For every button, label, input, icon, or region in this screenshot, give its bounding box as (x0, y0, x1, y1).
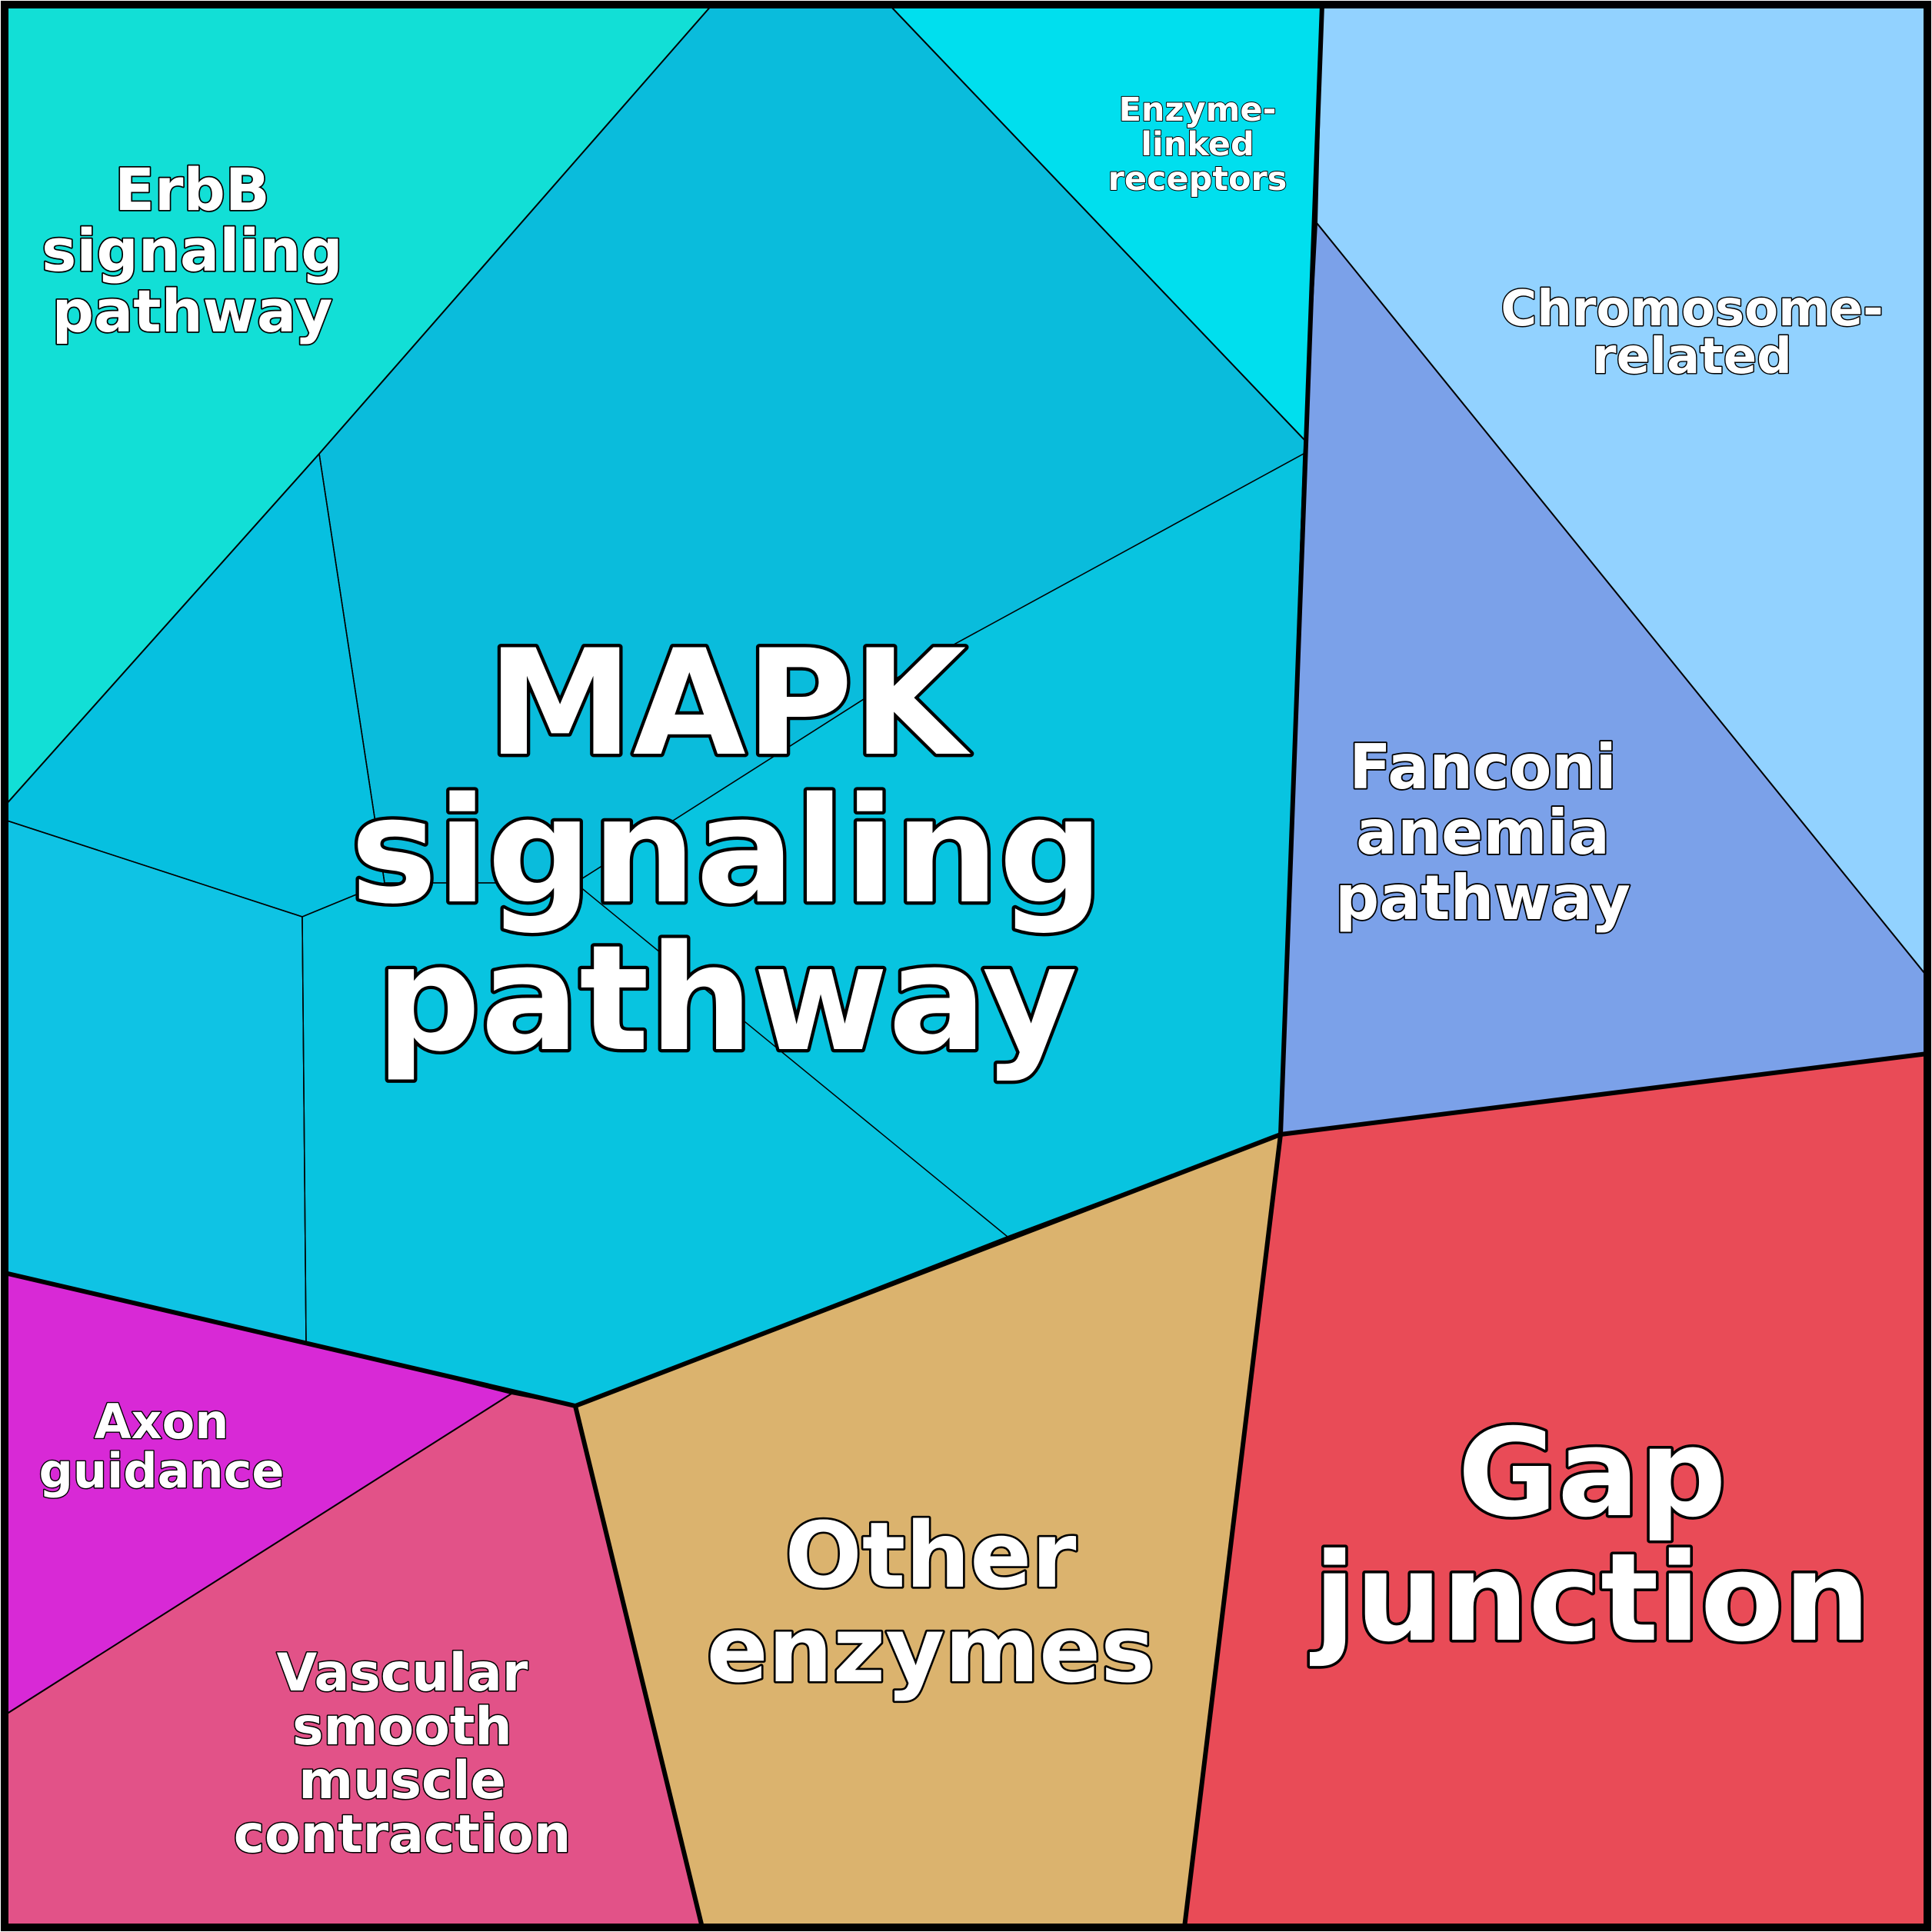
treemap-cells (4, 4, 1928, 1928)
mapk-subdivision-line (301, 916, 307, 1343)
erbb-label-line: signaling (42, 216, 343, 285)
chromosome-label-line: Chromosome- (1501, 281, 1883, 338)
vascular-label-line: smooth (292, 1697, 512, 1757)
mapk-subdivision-line (575, 882, 1008, 1237)
vascular-label-line: Vascular (277, 1643, 528, 1704)
vascular-label-line: muscle (298, 1750, 505, 1811)
axon-label-line: Axon (95, 1394, 229, 1450)
mapk-label-line: signaling (350, 766, 1103, 936)
mapk-subdivision-lines (4, 453, 1008, 1343)
top-level-border (4, 1051, 1928, 1408)
top-level-border (573, 1405, 705, 1928)
erbb-label-line: pathway (52, 277, 333, 345)
chromosome-label: Chromosome-related (1501, 281, 1883, 385)
mapk-label-line: MAPK (488, 618, 971, 788)
top-level-border (1182, 1134, 1283, 1928)
erbb-label-line: ErbB (115, 155, 270, 224)
chromosome-label-line: related (1592, 328, 1792, 385)
enzyme-linked-label-line: Enzyme- (1119, 91, 1277, 129)
axon-label-line: guidance (39, 1443, 285, 1499)
fanconi-label-line: anemia (1356, 797, 1610, 868)
other-enzymes-label-line: Other (785, 1502, 1077, 1608)
fanconi-label-line: Fanconi (1349, 731, 1617, 803)
fanconi-label-line: pathway (1335, 862, 1631, 934)
top-level-border (1278, 4, 1324, 1135)
enzyme-linked-label-line: linked (1141, 125, 1254, 164)
enzyme-linked-label-line: receptors (1108, 160, 1287, 198)
mapk-subdivision-line (4, 819, 303, 918)
gap-junction-label-line: junction (1309, 1527, 1870, 1669)
mapk-label-line: pathway (376, 914, 1078, 1084)
gap-junction-label-line: Gap (1457, 1403, 1726, 1544)
region-borders (4, 4, 1928, 1928)
mapk-subdivision-line (318, 453, 385, 884)
vascular-label-line: contraction (234, 1804, 571, 1865)
other-enzymes-label-line: enzymes (707, 1597, 1155, 1703)
